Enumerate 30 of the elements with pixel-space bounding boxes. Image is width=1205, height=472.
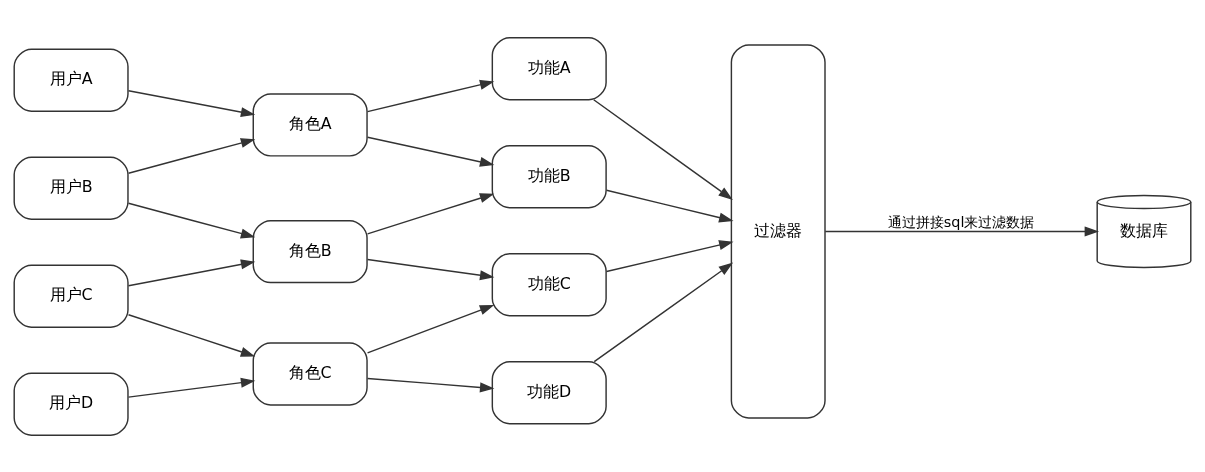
arrow <box>593 262 734 362</box>
arrow <box>366 304 495 354</box>
node-box: 功能B <box>491 144 607 208</box>
arrow <box>127 89 256 117</box>
arrow <box>127 377 256 398</box>
arrow <box>127 137 256 174</box>
arrow <box>127 258 256 286</box>
node-box: 角色B <box>252 219 368 283</box>
edge-label: 通过拼接sql来过滤数据 <box>887 213 1035 230</box>
arrow <box>127 313 256 357</box>
node-box: 角色C <box>252 341 368 406</box>
node-box: 过滤器 <box>730 43 826 419</box>
arrow <box>605 239 734 272</box>
node-box: 用户B <box>13 156 129 220</box>
arrow <box>366 258 495 280</box>
arrow <box>366 377 495 392</box>
arrow <box>366 135 495 167</box>
arrow <box>366 192 495 235</box>
arrow <box>366 79 495 112</box>
node-box: 角色A <box>252 92 368 157</box>
arrow <box>605 189 734 222</box>
node-box: 功能C <box>491 252 607 316</box>
node-box: 功能D <box>491 360 607 424</box>
node-box: 用户D <box>13 372 129 436</box>
arrow <box>127 202 256 238</box>
node-box: 用户C <box>13 264 129 328</box>
arrow <box>593 98 733 200</box>
node-box: 功能A <box>491 36 607 100</box>
arrow <box>824 225 1100 236</box>
node-box: 用户A <box>13 48 129 112</box>
